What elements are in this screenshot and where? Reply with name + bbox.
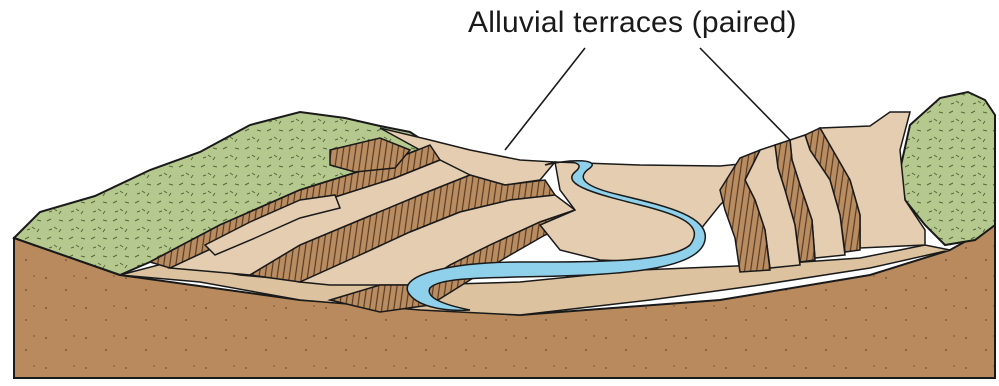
leader-line-right [700, 48, 790, 140]
leader-line-left [505, 48, 585, 150]
terrace-label: Alluvial terraces (paired) [468, 6, 797, 40]
